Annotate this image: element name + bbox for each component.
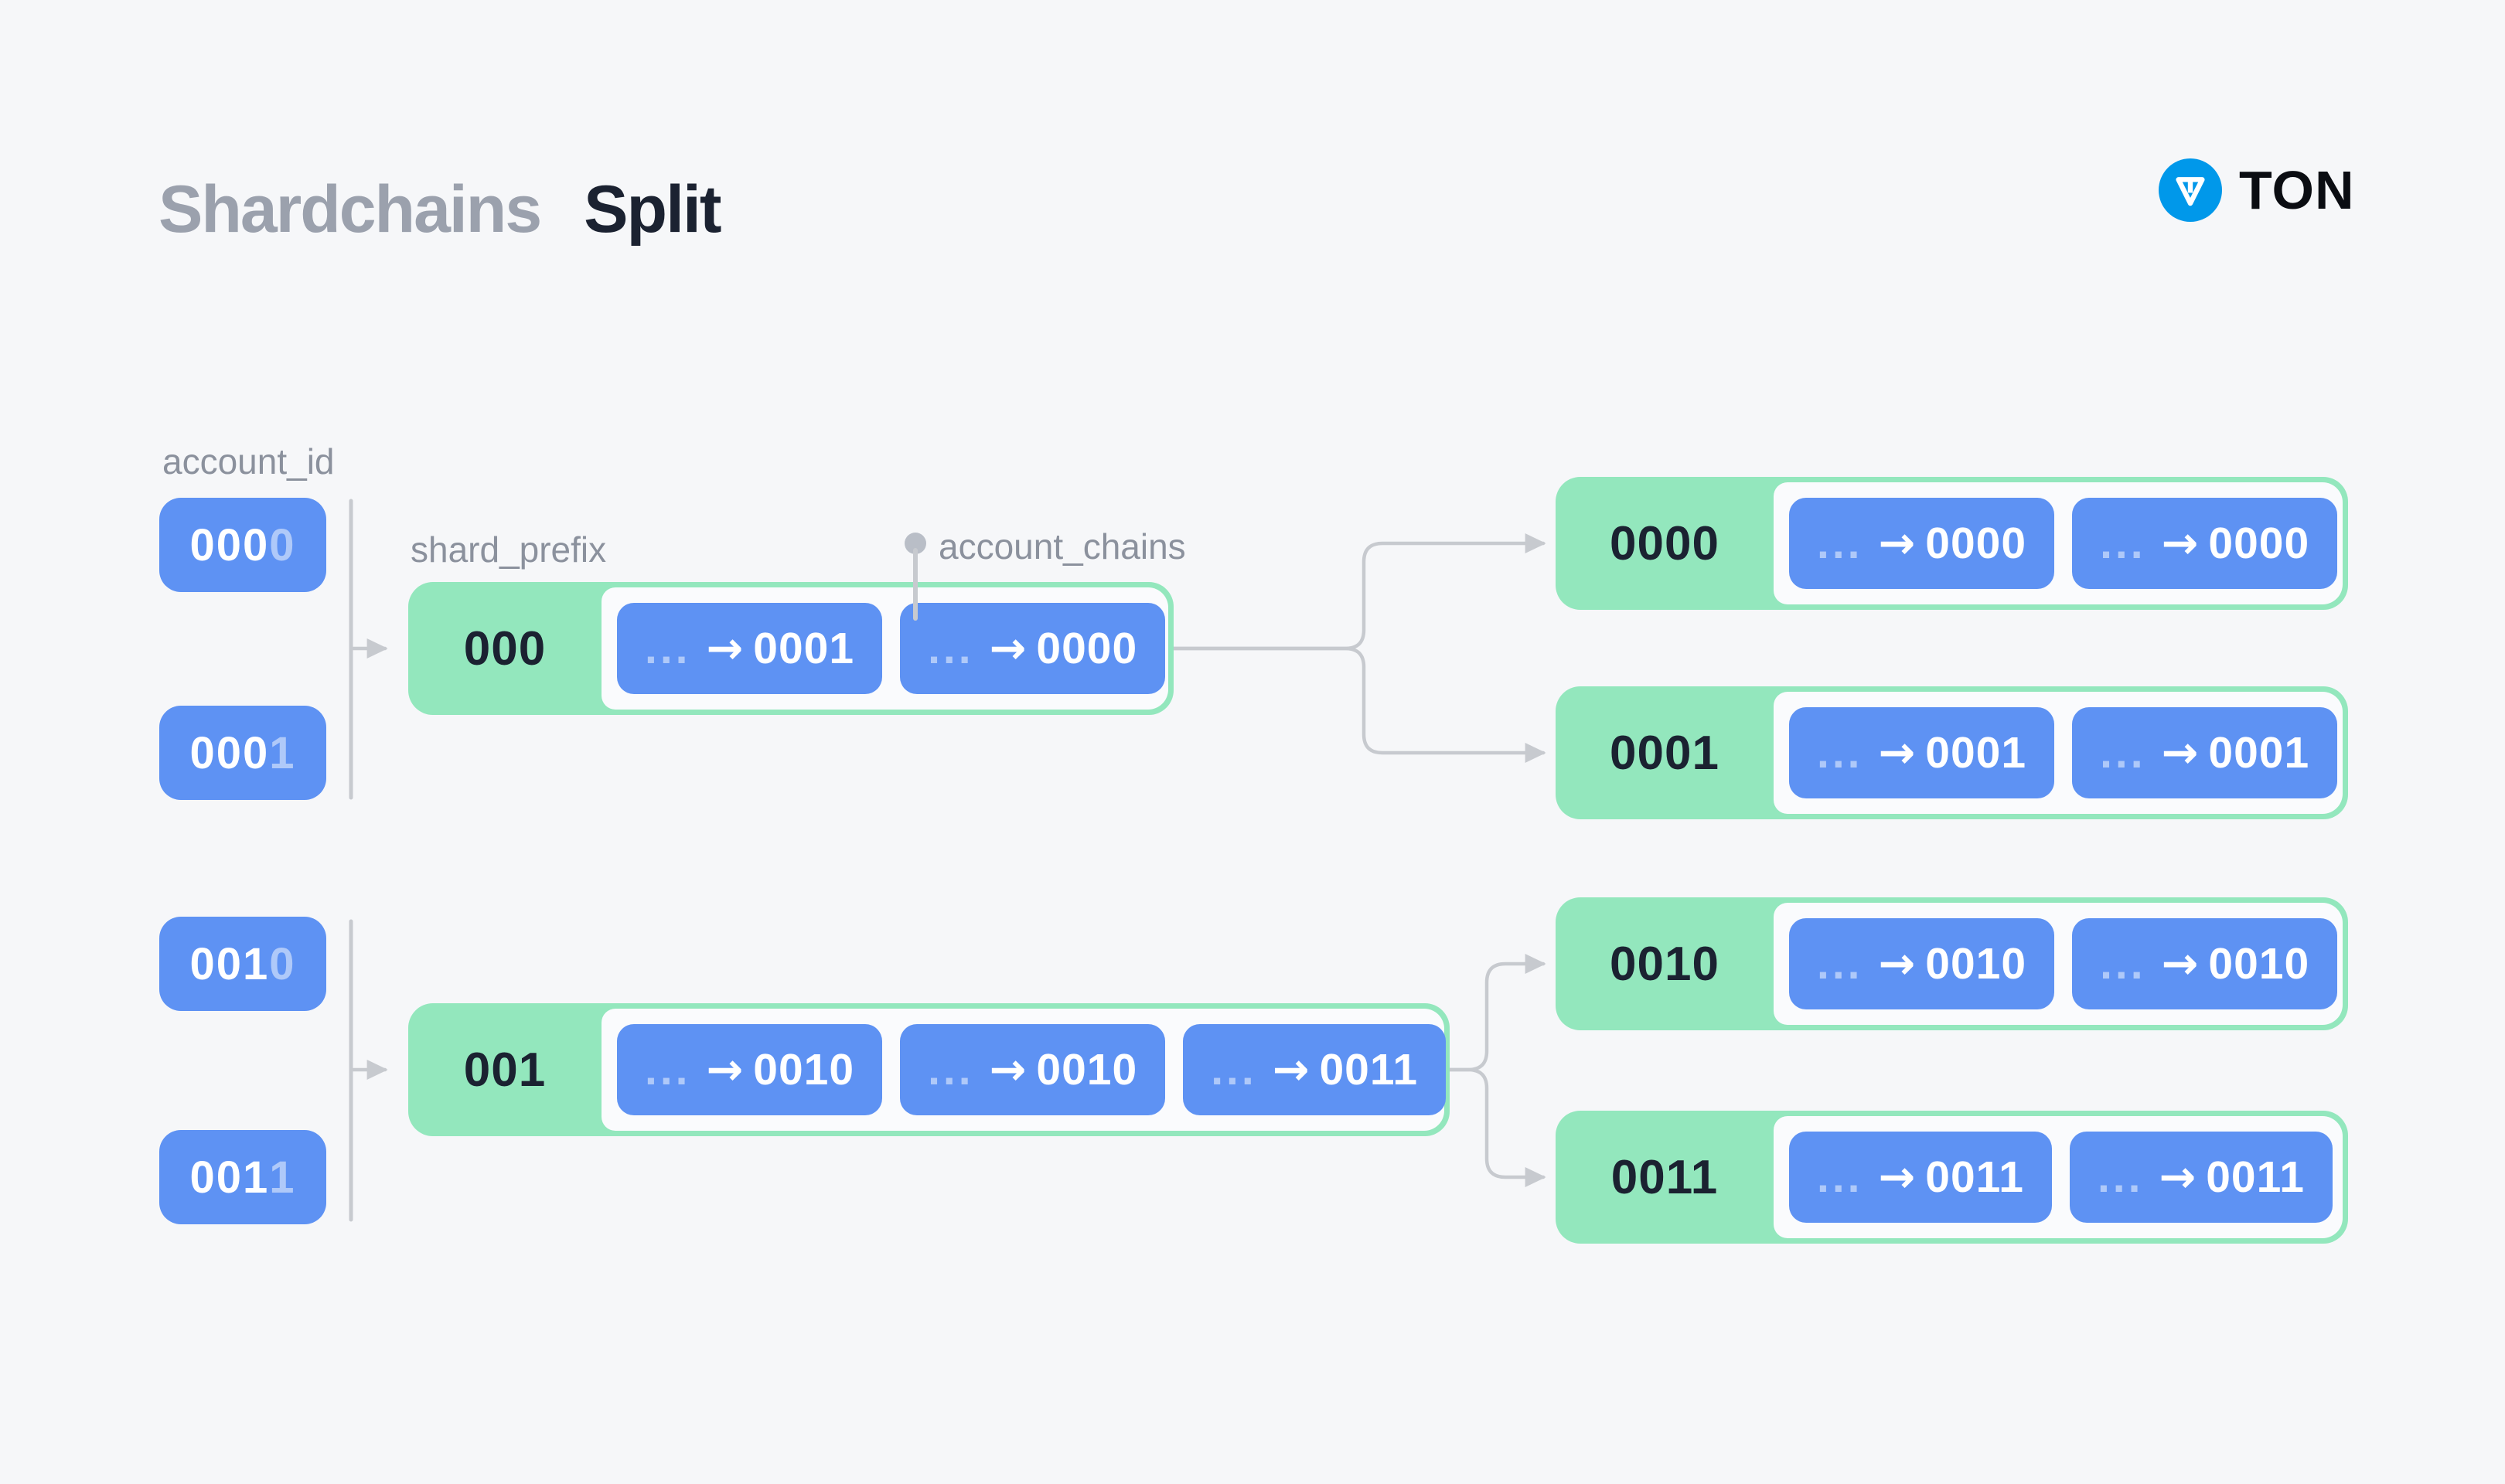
shardchain-card-000: 000 ...→0001 ...→0000 bbox=[408, 582, 1174, 715]
ton-logo: TON bbox=[2159, 158, 2355, 222]
account-chain-chip: ... →0001 bbox=[1789, 707, 2055, 798]
account-id-suffix: 0 bbox=[269, 519, 296, 570]
chip-arrow-icon: → bbox=[706, 1044, 745, 1095]
ton-logo-icon bbox=[2159, 158, 2222, 222]
chip-arrow-icon: → bbox=[1878, 518, 1917, 569]
shardchain-card-0011: 0011 ...→0011 ...→0011 bbox=[1556, 1111, 2348, 1244]
chip-value: 0000 bbox=[1925, 519, 2027, 568]
account-chains-panel: ...→0010 ...→0010 bbox=[1774, 903, 2343, 1025]
chip-value: 0011 bbox=[1319, 1045, 1419, 1094]
chip-arrow-icon: → bbox=[2161, 727, 2200, 778]
chip-arrow-icon: → bbox=[1272, 1044, 1310, 1095]
account-chain-chip: ... →0011 bbox=[2069, 1132, 2333, 1223]
chip-arrow-icon: → bbox=[2161, 938, 2200, 989]
chip-ellipsis: ... bbox=[1817, 939, 1863, 989]
account-id-prefix: 001 bbox=[189, 938, 270, 989]
chip-arrow-icon: → bbox=[989, 1044, 1028, 1095]
chip-ellipsis: ... bbox=[2100, 519, 2146, 568]
connector-row2-fork-down bbox=[1447, 1067, 1546, 1188]
chip-ellipsis: ... bbox=[928, 624, 974, 673]
chip-arrow-icon: → bbox=[2161, 518, 2200, 569]
account-chain-chip: ... →0000 bbox=[900, 603, 1166, 694]
callout-dot-icon bbox=[905, 533, 926, 554]
account-chain-chip: ... →0010 bbox=[617, 1024, 883, 1115]
account-chains-panel: ...→0011 ...→0011 bbox=[1774, 1116, 2343, 1238]
chip-arrow-icon: → bbox=[1878, 1152, 1917, 1203]
chip-value: 0010 bbox=[2208, 939, 2310, 989]
chip-value: 0011 bbox=[2206, 1152, 2305, 1202]
chip-value: 0010 bbox=[1036, 1045, 1138, 1094]
label-shard-prefix: shard_prefix bbox=[411, 529, 607, 570]
chip-value: 0010 bbox=[753, 1045, 855, 1094]
chip-value: 0001 bbox=[1925, 728, 2027, 778]
connector-row1-fork-down bbox=[1171, 646, 1546, 764]
connector-row2-fork-up bbox=[1447, 953, 1546, 1072]
label-account-id: account_id bbox=[162, 441, 335, 482]
page-title: Shardchains Split bbox=[158, 172, 722, 247]
account-chains-panel: ...→0001 ...→0000 bbox=[602, 587, 1168, 710]
account-id-suffix: 1 bbox=[269, 727, 296, 778]
shard-prefix-value: 0001 bbox=[1610, 726, 1719, 780]
account-chain-chip: ... →0010 bbox=[1789, 918, 2055, 1009]
account-chain-chip: ... →0011 bbox=[1789, 1132, 2052, 1223]
account-chains-panel: ...→0001 ...→0001 bbox=[1774, 692, 2343, 814]
account-chains-panel: ...→0000 ...→0000 bbox=[1774, 482, 2343, 604]
account-id-prefix: 000 bbox=[189, 519, 270, 570]
shardchain-card-0000: 0000 ...→0000 ...→0000 bbox=[1556, 477, 2348, 610]
account-id-prefix: 001 bbox=[189, 1152, 270, 1203]
ton-logo-text: TON bbox=[2239, 160, 2355, 220]
shard-prefix-value: 0011 bbox=[1610, 1150, 1719, 1204]
page-title-strong: Split bbox=[584, 172, 721, 247]
account-id-suffix: 1 bbox=[269, 1152, 296, 1203]
chip-arrow-icon: → bbox=[989, 623, 1028, 674]
account-chain-chip: ... →0000 bbox=[1789, 498, 2055, 589]
chip-ellipsis: ... bbox=[1211, 1045, 1257, 1094]
account-chain-chip: ... →0001 bbox=[617, 603, 883, 694]
shardchain-card-0010: 0010 ...→0010 ...→0010 bbox=[1556, 897, 2348, 1030]
account-chain-chip: ... →0011 bbox=[1183, 1024, 1447, 1115]
chip-ellipsis: ... bbox=[2097, 1152, 2144, 1202]
chip-arrow-icon: → bbox=[2159, 1152, 2197, 1203]
chip-ellipsis: ... bbox=[645, 624, 691, 673]
account-chain-chip: ... →0000 bbox=[2072, 498, 2338, 589]
chip-value: 0001 bbox=[2208, 728, 2310, 778]
shardchain-card-001: 001 ...→0010 ...→0010 ...→0011 bbox=[408, 1003, 1450, 1136]
shard-prefix-value: 0000 bbox=[1610, 516, 1719, 570]
chip-ellipsis: ... bbox=[1817, 728, 1863, 778]
account-chain-chip: ... →0010 bbox=[900, 1024, 1166, 1115]
account-id-prefix: 000 bbox=[189, 727, 270, 778]
shardchain-card-0001: 0001 ...→0001 ...→0001 bbox=[1556, 686, 2348, 819]
chip-ellipsis: ... bbox=[928, 1045, 974, 1094]
shard-prefix-value: 001 bbox=[463, 1043, 547, 1097]
label-account-chains: account_chains bbox=[939, 526, 1186, 567]
chip-ellipsis: ... bbox=[645, 1045, 691, 1094]
page-title-muted: Shardchains bbox=[158, 172, 542, 247]
shard-prefix-value: 0010 bbox=[1610, 937, 1719, 991]
account-id-suffix: 0 bbox=[269, 938, 296, 989]
account-chain-chip: ... →0001 bbox=[2072, 707, 2338, 798]
chip-arrow-icon: → bbox=[1878, 938, 1917, 989]
chip-value: 0010 bbox=[1925, 939, 2027, 989]
chip-value: 0000 bbox=[1036, 624, 1138, 673]
chip-value: 0011 bbox=[1925, 1152, 2024, 1202]
chip-ellipsis: ... bbox=[1817, 519, 1863, 568]
shard-prefix-value: 000 bbox=[463, 621, 547, 676]
chip-arrow-icon: → bbox=[706, 623, 745, 674]
chip-ellipsis: ... bbox=[1817, 1152, 1863, 1202]
chip-value: 0000 bbox=[2208, 519, 2310, 568]
chip-arrow-icon: → bbox=[1878, 727, 1917, 778]
chip-ellipsis: ... bbox=[2100, 939, 2146, 989]
chip-value: 0001 bbox=[753, 624, 855, 673]
chip-ellipsis: ... bbox=[2100, 728, 2146, 778]
account-chain-chip: ... →0010 bbox=[2072, 918, 2338, 1009]
account-chains-panel: ...→0010 ...→0010 ...→0011 bbox=[602, 1009, 1447, 1131]
connector-row1-fork-up bbox=[1171, 533, 1546, 651]
